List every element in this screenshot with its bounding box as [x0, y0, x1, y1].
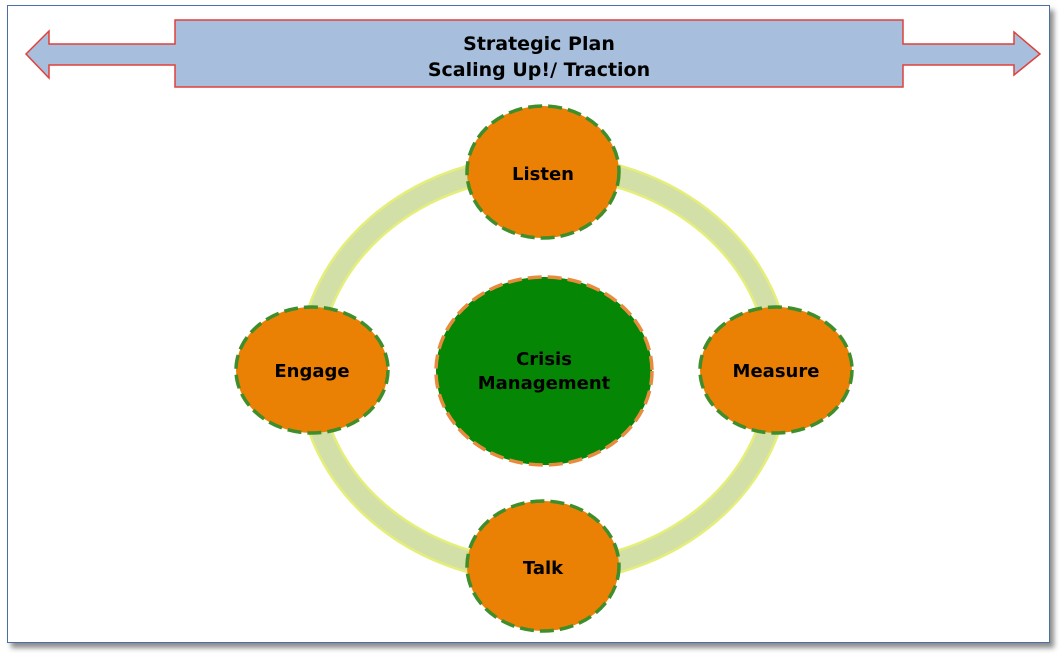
- node-engage-label: Engage: [274, 361, 349, 382]
- node-engage-circle: [234, 305, 390, 435]
- node-measure: Measure: [698, 305, 854, 435]
- node-engage: Engage: [234, 305, 390, 435]
- center-label-line1: Crisis: [516, 349, 572, 370]
- node-measure-label: Measure: [733, 361, 820, 382]
- center-label-line2: Management: [478, 373, 611, 394]
- center-node: Crisis Management: [434, 275, 654, 467]
- node-measure-circle: [698, 305, 854, 435]
- node-talk-circle: [465, 499, 621, 633]
- banner-arrow-shape: [24, 19, 1042, 88]
- banner-arrow: Strategic Plan Scaling Up!/ Traction: [24, 19, 1042, 88]
- banner-title-line1: Strategic Plan: [463, 33, 615, 55]
- center-circle: [434, 275, 654, 467]
- banner-title-line2: Scaling Up!/ Traction: [428, 59, 650, 81]
- node-talk-label: Talk: [523, 558, 564, 579]
- node-listen-label: Listen: [512, 164, 574, 185]
- node-listen: Listen: [465, 104, 621, 240]
- node-talk: Talk: [465, 499, 621, 633]
- node-listen-circle: [465, 104, 621, 240]
